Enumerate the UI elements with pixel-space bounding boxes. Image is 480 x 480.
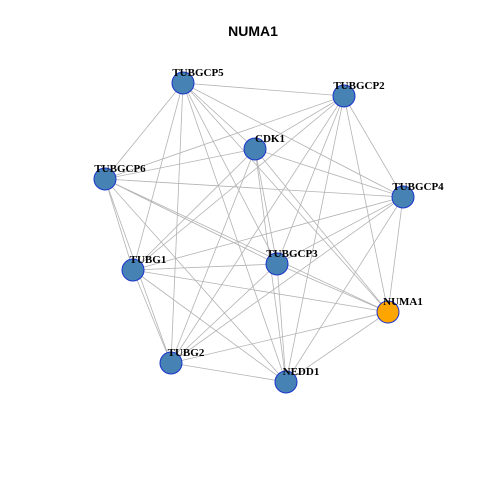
node-circle[interactable] <box>171 71 195 95</box>
diagram-title: NUMA1 <box>228 23 278 39</box>
edge-tubg1-nedd1 <box>132 269 287 383</box>
node-numa1[interactable]: NUMA1 <box>376 296 423 324</box>
node-cdk1[interactable]: CDK1 <box>243 133 285 161</box>
edge-tubgcp2-cdk1 <box>254 95 345 150</box>
edge-numa1-tubg2 <box>170 311 389 364</box>
node-circle[interactable] <box>159 351 183 375</box>
edge-tubg1-tubg2 <box>132 269 172 364</box>
edge-tubgcp5-tubg1 <box>132 82 184 271</box>
edges-layer <box>104 82 404 383</box>
edge-tubgcp6-tubgcp4 <box>104 178 404 198</box>
edge-tubg2-nedd1 <box>170 362 287 383</box>
node-tubgcp4[interactable]: TUBGCP4 <box>391 181 444 209</box>
edge-tubgcp4-tubgcp3 <box>276 196 404 265</box>
node-label: TUBG1 <box>130 254 167 266</box>
edge-tubg1-tubgcp3 <box>132 263 278 271</box>
edge-tubgcp3-tubg2 <box>170 263 278 364</box>
edge-cdk1-tubgcp3 <box>254 148 278 265</box>
edge-tubgcp5-nedd1 <box>182 82 287 383</box>
node-circle[interactable] <box>121 258 145 282</box>
node-label: NEDD1 <box>283 366 320 378</box>
edge-tubgcp2-tubgcp4 <box>343 95 404 198</box>
edge-tubgcp5-tubgcp6 <box>104 82 184 180</box>
edge-cdk1-numa1 <box>254 148 389 313</box>
edge-cdk1-tubg2 <box>170 148 256 364</box>
node-circle[interactable] <box>332 84 356 108</box>
node-label: TUBG2 <box>168 347 205 359</box>
node-circle[interactable] <box>391 185 415 209</box>
edge-tubgcp6-numa1 <box>104 178 389 313</box>
node-tubgcp2[interactable]: TUBGCP2 <box>332 80 385 108</box>
node-label: TUBGCP5 <box>172 67 224 79</box>
edge-cdk1-tubgcp6 <box>104 148 256 180</box>
edge-tubgcp3-nedd1 <box>276 263 287 383</box>
node-label: CDK1 <box>255 133 285 145</box>
edge-tubg1-numa1 <box>132 269 389 313</box>
node-label: TUBGCP3 <box>266 248 318 260</box>
node-label: TUBGCP4 <box>392 181 444 193</box>
edge-tubgcp2-nedd1 <box>285 95 345 383</box>
node-tubgcp5[interactable]: TUBGCP5 <box>171 67 224 95</box>
node-circle[interactable] <box>274 370 298 394</box>
node-circle[interactable] <box>265 252 289 276</box>
edge-tubgcp4-nedd1 <box>285 196 404 383</box>
edge-cdk1-tubgcp4 <box>254 148 404 198</box>
edge-tubgcp2-tubg1 <box>132 95 345 271</box>
edge-tubgcp2-tubgcp3 <box>276 95 345 265</box>
node-circle[interactable] <box>376 300 400 324</box>
node-label: NUMA1 <box>383 296 423 308</box>
edge-tubgcp5-tubgcp2 <box>182 82 345 97</box>
node-circle[interactable] <box>93 167 117 191</box>
node-circle[interactable] <box>243 137 267 161</box>
edge-tubgcp5-cdk1 <box>182 82 256 150</box>
node-nedd1[interactable]: NEDD1 <box>274 366 320 394</box>
edge-tubgcp2-numa1 <box>343 95 389 313</box>
edge-tubgcp2-tubgcp6 <box>104 95 345 180</box>
node-tubg1[interactable]: TUBG1 <box>121 254 167 282</box>
edge-cdk1-tubg1 <box>132 148 256 271</box>
node-label: TUBGCP6 <box>94 163 146 175</box>
node-tubgcp6[interactable]: TUBGCP6 <box>93 163 146 191</box>
edge-tubgcp3-numa1 <box>276 263 389 313</box>
edge-tubgcp4-tubg2 <box>170 196 404 364</box>
node-tubg2[interactable]: TUBG2 <box>159 347 205 375</box>
edge-tubgcp6-tubg1 <box>104 178 134 271</box>
edge-tubgcp4-tubg1 <box>132 196 404 271</box>
edge-tubgcp5-tubgcp4 <box>182 82 404 198</box>
node-label: TUBGCP2 <box>333 80 385 92</box>
edge-tubgcp4-numa1 <box>387 196 404 313</box>
edge-tubgcp5-tubg2 <box>170 82 184 364</box>
edge-tubgcp6-tubgcp3 <box>104 178 278 265</box>
edge-tubgcp5-numa1 <box>182 82 389 313</box>
edge-numa1-nedd1 <box>285 311 389 383</box>
node-tubgcp3[interactable]: TUBGCP3 <box>265 248 318 276</box>
